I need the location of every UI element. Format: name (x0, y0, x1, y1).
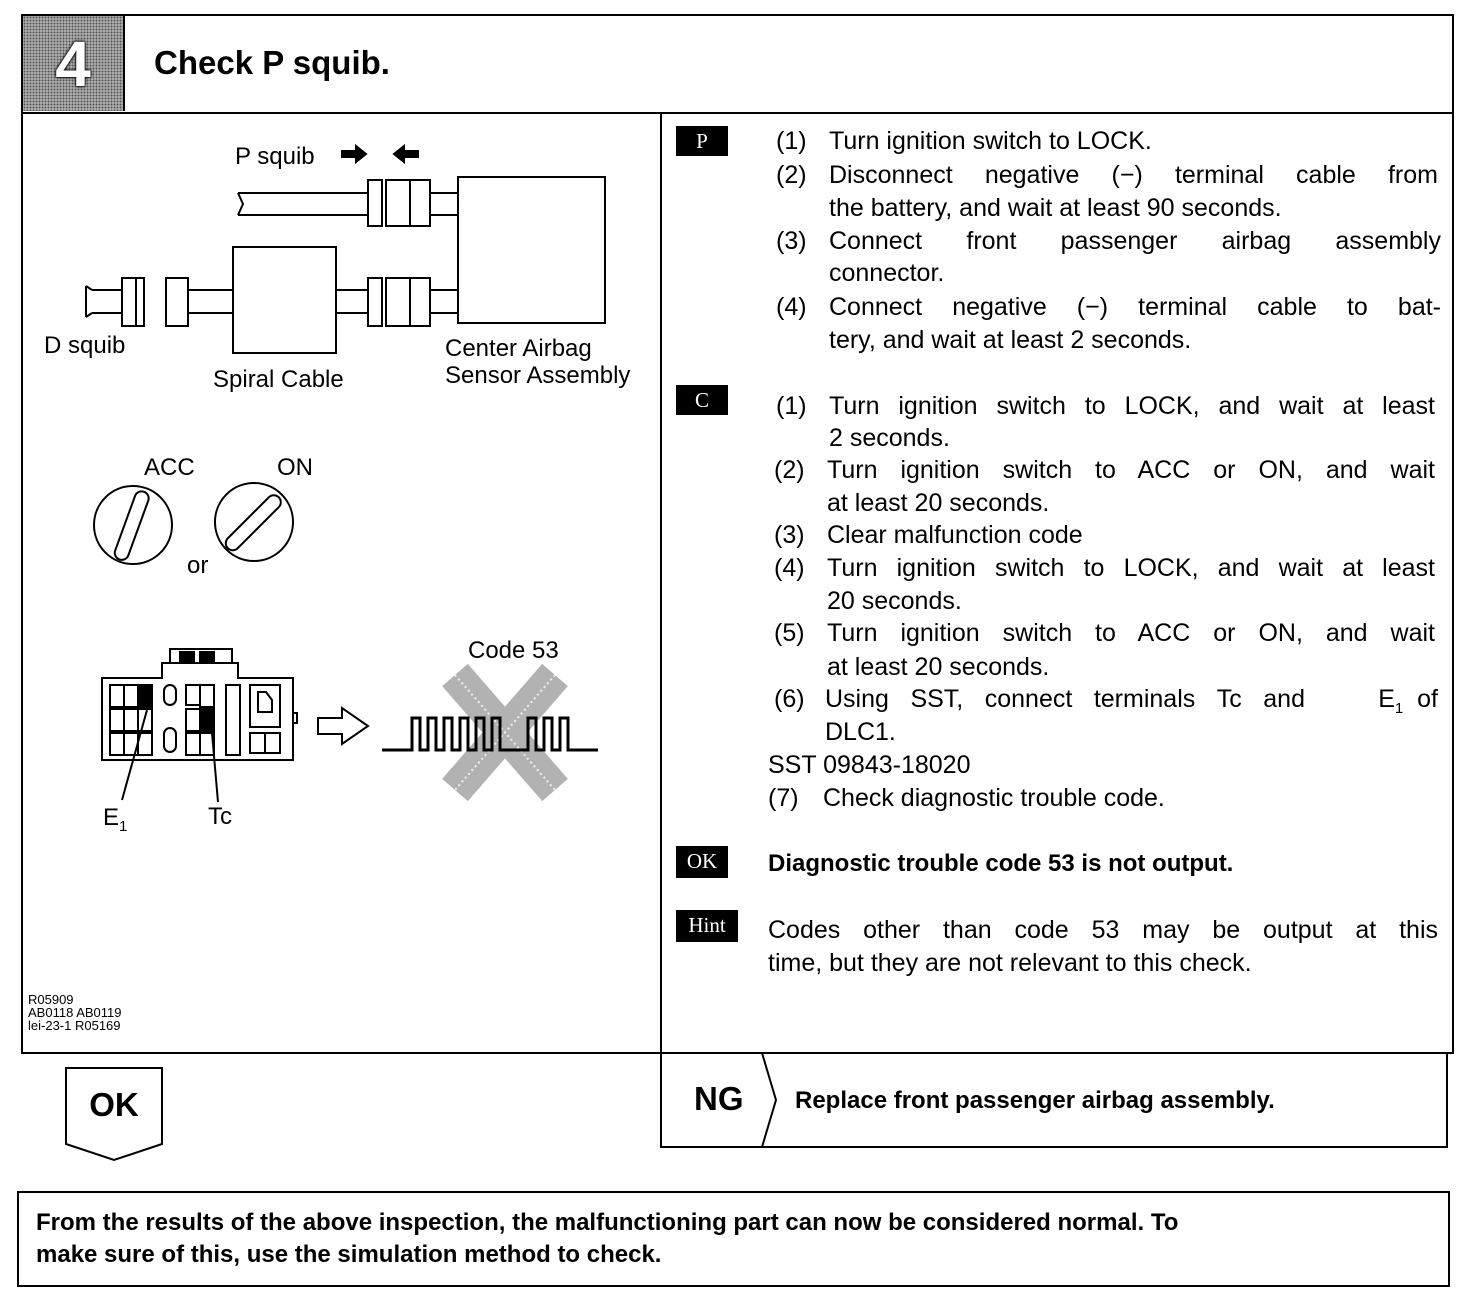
sst-number: SST 09843-18020 (768, 751, 971, 779)
arrow-right-icon (341, 143, 368, 165)
c-step-line: at least 20 seconds. (827, 489, 1050, 517)
c-step-line: at least 20 seconds. (827, 653, 1050, 681)
hint-line: Codes other than code 53 may be output a… (768, 916, 1438, 944)
c-step-line: Turn ignition switch to ACC or ON, and w… (827, 456, 1435, 484)
c-step-6-tail: E1 of (1378, 685, 1438, 717)
c-step-line: Turn ignition switch to LOCK, and wait a… (829, 392, 1435, 420)
acc-switch-icon (93, 485, 173, 565)
c-step-line: Check diagnostic trouble code. (823, 784, 1165, 812)
cross-out-icon (442, 663, 568, 802)
p-step-num: (2) (776, 161, 807, 189)
code-waveform (382, 716, 598, 752)
c-step-line: Turn ignition switch to LOCK, and wait a… (827, 554, 1435, 582)
acc-label: ACC (144, 454, 195, 481)
c-step-line: DLC1. (825, 718, 896, 746)
ng-branch-label: NG (694, 1080, 744, 1117)
p-step-num: (1) (776, 127, 807, 155)
ok-branch-label: OK (89, 1086, 139, 1123)
step-number-badge: 4 (23, 16, 125, 111)
column-divider (660, 112, 662, 1148)
tag-c: C (676, 385, 728, 415)
spiral-cable-box (232, 246, 337, 354)
on-switch-icon (214, 482, 294, 562)
c-step-line: 20 seconds. (827, 587, 962, 615)
center-sensor-label-1: Center Airbag (445, 335, 592, 362)
hint-line: time, but they are not relevant to this … (768, 949, 1252, 977)
tc-label: Tc (208, 803, 232, 830)
figure-ref-2: AB0118 AB0119 (28, 1005, 122, 1020)
p-step-num: (4) (776, 293, 807, 321)
ng-chevron-icon (761, 1053, 778, 1147)
tag-ok: OK (676, 846, 728, 878)
p-squib-label: P squib (235, 143, 315, 170)
d-squib-label: D squib (44, 332, 126, 359)
c-step-num: (7) (768, 784, 799, 812)
c-step-num: (4) (774, 554, 805, 582)
center-sensor-label-2: Sensor Assembly (445, 362, 631, 389)
ng-branch-box (660, 1052, 1448, 1148)
c-step-num: (1) (776, 392, 807, 420)
e1-text: E (103, 804, 120, 831)
p-step-line: Disconnect negative (−) terminal cable f… (829, 161, 1438, 189)
arrow-left-icon (392, 143, 419, 165)
step-number: 4 (55, 27, 91, 100)
e1-label: E1 (103, 804, 127, 835)
or-label: or (187, 552, 209, 579)
ok-branch-shape (65, 1067, 163, 1162)
c-step-num: (6) (774, 685, 805, 713)
p-step-line: Connect negative (−) terminal cable to b… (829, 293, 1441, 321)
figure-ref-1: R05909 (28, 992, 74, 1007)
step-title: Check P squib. (154, 44, 390, 81)
c-step-line: Clear malfunction code (827, 521, 1083, 549)
p-step-line: Turn ignition switch to LOCK. (829, 127, 1152, 155)
c-step-num: (5) (774, 619, 805, 647)
p-step-line: the battery, and wait at least 90 second… (829, 194, 1282, 222)
tag-p: P (676, 126, 728, 156)
on-label: ON (277, 454, 313, 481)
ok-result-text: Diagnostic trouble code 53 is not output… (768, 850, 1234, 877)
ng-action-text: Replace front passenger airbag assembly. (795, 1087, 1275, 1114)
footer-line: From the results of the above inspection… (36, 1209, 1179, 1236)
dlc1-connector-icon (101, 648, 298, 803)
c-step-num: (3) (774, 521, 805, 549)
c-step-line: 2 seconds. (829, 424, 950, 452)
hollow-arrow-icon (317, 706, 370, 746)
spiral-cable-label: Spiral Cable (213, 366, 344, 393)
footer-line: make sure of this, use the simulation me… (36, 1241, 662, 1268)
footer-box (17, 1191, 1450, 1287)
p-step-line: connector. (829, 259, 945, 287)
figure-ref-3: lei-23-1 R05169 (28, 1018, 121, 1033)
wiring-figure (85, 143, 606, 803)
header-divider (21, 112, 1454, 114)
p-step-num: (3) (776, 227, 807, 255)
e1-subscript: 1 (119, 817, 128, 835)
center-sensor-box (457, 176, 606, 324)
p-step-line: tery, and wait at least 2 seconds. (829, 326, 1192, 354)
c-step-line: Turn ignition switch to ACC or ON, and w… (827, 619, 1435, 647)
code-label: Code 53 (468, 637, 559, 664)
c-step-num: (2) (774, 456, 805, 484)
p-step-line: Connect front passenger airbag assembly (829, 227, 1441, 255)
tag-hint: Hint (676, 910, 738, 942)
